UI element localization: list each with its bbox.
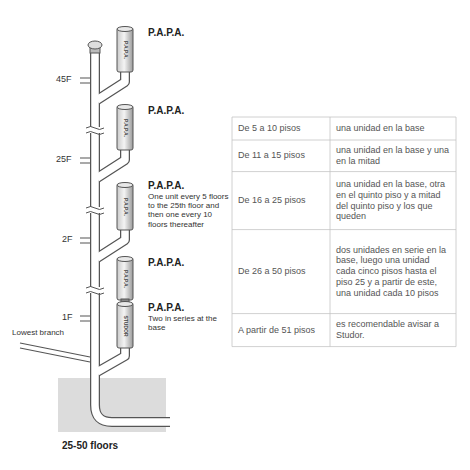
unit-label: P.A.P.A. [148,257,184,269]
unit-label: P.A.P.A. [148,105,184,117]
table-rule [456,117,457,347]
table-cell: dos unidades en serie en la base, luego … [330,241,456,303]
unit-label: P.A.P.A. [148,180,184,192]
floor-label: 25F [56,154,72,164]
table-cell: es recomendable avisar a Studor. [330,315,456,345]
table-rule [232,117,233,347]
unit-logo: P.A.P.A. [123,41,128,59]
table-cell: una unidad en la base, otra en el quinto… [330,175,456,226]
unit-note: Two in series at the base [148,314,220,332]
unit-note: One unit every 5 floors to the 25th floo… [148,192,230,229]
table-cell: una unidad en la base [330,119,456,138]
branch-label: Lowest branch [12,328,64,337]
table-rule [232,229,456,230]
unit-logo: P.A.P.A. [123,198,128,216]
unit-logo: P.A.P.A. [123,119,128,137]
papa-units [117,27,133,349]
unit-label: P.A.P.A. [148,27,184,39]
caption: 25-50 floors [62,440,118,452]
table-cell: De 26 a 50 pisos [232,262,330,281]
table-rule [232,140,456,141]
floor-label: 2F [62,234,73,244]
table-rule [232,313,456,314]
pipe-breaks [86,127,104,295]
table-rule [330,117,331,347]
floor-label: 1F [62,312,73,322]
table-cell: De 11 a 15 pisos [232,146,330,165]
table-rule [232,346,456,347]
pipes [20,52,170,422]
floor-label: 45F [56,74,72,84]
vent-cap [88,41,102,53]
table-rule [232,171,456,172]
unit-label: P.A.P.A. [148,302,184,314]
table-cell: De 5 a 10 pisos [232,119,330,138]
table-rule [232,117,456,118]
table-cell: una unidad en la base y una en la mitad [330,141,456,171]
unit-logo: STUDOR [123,315,128,336]
unit-logo: P.A.P.A. [123,270,128,288]
table-cell: De 16 a 25 pisos [232,191,330,210]
table-cell: A partir de 51 pisos [232,321,330,340]
